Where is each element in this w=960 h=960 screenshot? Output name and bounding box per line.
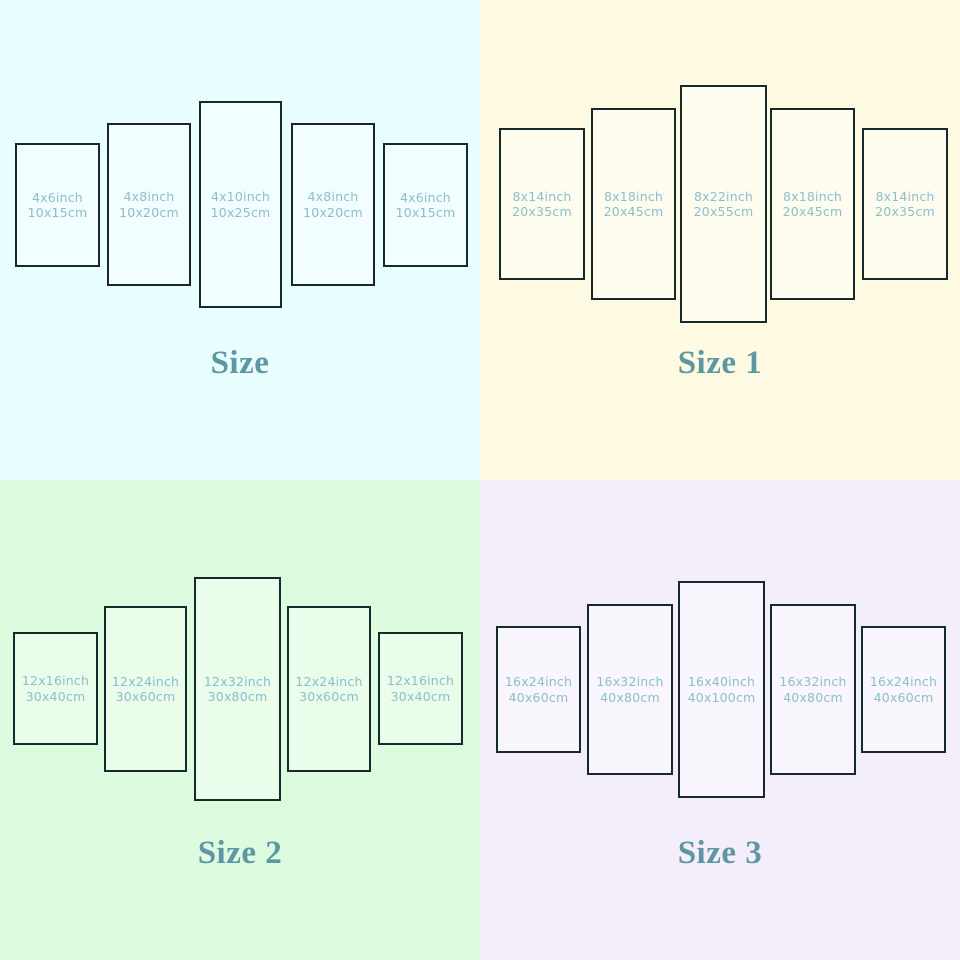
canvas-panel[interactable]: 8x18inch 20x45cm (770, 108, 855, 300)
panel-size-inch: 12x16inch (386, 673, 455, 689)
canvas-panel[interactable]: 8x14inch 20x35cm (499, 128, 585, 280)
panel-size-label: 4x6inch 10x15cm (28, 190, 88, 221)
panel-size-inch: 16x32inch (779, 674, 847, 690)
canvas-panel-group-size-3: 16x24inch 40x60cm 16x32inch 40x80cm 16x4… (480, 480, 960, 810)
quadrant-title: Size 3 (677, 835, 763, 871)
panel-size-label: 12x16inch 30x40cm (22, 673, 89, 704)
panel-size-inch: 4x8inch (123, 189, 175, 205)
panel-size-cm: 40x80cm (600, 689, 660, 705)
canvas-panel-group-size: 4x6inch 10x15cm 4x8inch 10x20cm 4x10inch… (0, 0, 480, 330)
canvas-panel[interactable]: 16x24inch 40x60cm (861, 626, 946, 753)
panel-size-cm: 10x15cm (395, 205, 456, 220)
panel-size-cm: 40x100cm (687, 689, 756, 705)
panel-size-cm: 40x80cm (783, 689, 843, 705)
panel-size-label: 12x16inch 30x40cm (387, 673, 454, 704)
panel-size-inch: 8x14inch (875, 188, 935, 204)
panel-size-label: 8x18inch 20x45cm (783, 189, 843, 220)
panel-size-inch: 16x24inch (504, 674, 573, 690)
canvas-panel[interactable]: 12x16inch 30x40cm (378, 632, 463, 745)
panel-size-label: 8x14inch 20x35cm (512, 189, 572, 220)
quadrant-title: Size 1 (677, 345, 763, 381)
panel-size-inch: 8x18inch (603, 188, 664, 204)
panel-size-label: 16x32inch 40x80cm (596, 674, 663, 705)
panel-size-cm: 30x60cm (299, 689, 359, 704)
canvas-panel[interactable]: 16x40inch 40x100cm (678, 581, 765, 798)
panel-size-inch: 12x24inch (295, 673, 363, 689)
panel-size-cm: 20x35cm (512, 204, 572, 219)
panel-size-label: 16x24inch 40x60cm (505, 674, 572, 705)
panel-size-inch: 4x10inch (210, 189, 271, 205)
quadrant-size-1: 8x14inch 20x35cm 8x18inch 20x45cm 8x22in… (480, 0, 960, 480)
canvas-panel[interactable]: 8x14inch 20x35cm (862, 128, 948, 280)
canvas-panel[interactable]: 16x32inch 40x80cm (770, 604, 856, 775)
panel-size-label: 4x6inch 10x15cm (396, 190, 456, 221)
quadrant-title: Size 2 (197, 835, 283, 871)
panel-size-cm: 30x40cm (25, 688, 86, 704)
panel-size-label: 16x32inch 40x80cm (779, 674, 846, 705)
panel-size-label: 4x8inch 10x20cm (119, 189, 179, 220)
canvas-panel[interactable]: 4x6inch 10x15cm (15, 143, 100, 267)
panel-size-inch: 12x32inch (203, 673, 272, 689)
panel-size-cm: 40x60cm (508, 689, 569, 705)
panel-size-inch: 8x18inch (782, 188, 843, 204)
canvas-panel-group-size-1: 8x14inch 20x35cm 8x18inch 20x45cm 8x22in… (480, 0, 960, 330)
canvas-panel-group-size-2: 12x16inch 30x40cm 12x24inch 30x60cm 12x3… (0, 480, 480, 810)
panel-size-label: 8x14inch 20x35cm (875, 189, 935, 220)
panel-size-label: 8x18inch 20x45cm (604, 189, 664, 220)
panel-size-label: 4x10inch 10x25cm (211, 189, 271, 220)
panel-size-inch: 8x22inch (693, 188, 754, 204)
panel-size-cm: 20x55cm (693, 204, 754, 219)
panel-size-inch: 12x16inch (21, 673, 90, 689)
panel-size-cm: 40x60cm (873, 689, 934, 705)
panel-size-label: 4x8inch 10x20cm (303, 189, 363, 220)
panel-size-label: 12x24inch 30x60cm (112, 674, 179, 705)
panel-size-inch: 16x40inch (687, 674, 756, 690)
panel-size-inch: 8x14inch (512, 188, 572, 204)
panel-size-cm: 10x20cm (119, 204, 179, 220)
canvas-panel[interactable]: 12x24inch 30x60cm (287, 606, 371, 772)
canvas-panel[interactable]: 4x8inch 10x20cm (107, 123, 191, 286)
panel-size-label: 16x40inch 40x100cm (688, 674, 756, 705)
canvas-panel[interactable]: 12x32inch 30x80cm (194, 577, 281, 801)
canvas-panel[interactable]: 12x16inch 30x40cm (13, 632, 98, 745)
canvas-panel[interactable]: 16x32inch 40x80cm (587, 604, 673, 775)
panel-size-inch: 4x6inch (32, 189, 83, 205)
canvas-panel[interactable]: 8x22inch 20x55cm (680, 85, 767, 323)
panel-size-cm: 10x25cm (210, 204, 271, 220)
quadrant-size-2: 12x16inch 30x40cm 12x24inch 30x60cm 12x3… (0, 480, 480, 960)
canvas-panel[interactable]: 12x24inch 30x60cm (104, 606, 187, 772)
panel-size-inch: 16x24inch (869, 674, 938, 690)
panel-size-cm: 10x15cm (27, 205, 88, 220)
panel-size-inch: 4x8inch (307, 189, 359, 205)
canvas-panel[interactable]: 8x18inch 20x45cm (591, 108, 676, 300)
panel-size-label: 16x24inch 40x60cm (870, 674, 937, 705)
panel-size-cm: 20x45cm (603, 204, 664, 219)
canvas-panel[interactable]: 16x24inch 40x60cm (496, 626, 581, 753)
panel-size-label: 8x22inch 20x55cm (694, 189, 754, 220)
panel-size-cm: 30x40cm (390, 688, 451, 704)
panel-size-cm: 30x80cm (207, 689, 268, 704)
panel-size-cm: 10x20cm (303, 204, 363, 220)
quadrant-title: Size (210, 345, 270, 381)
panel-size-inch: 4x6inch (400, 189, 451, 205)
quadrant-size: 4x6inch 10x15cm 4x8inch 10x20cm 4x10inch… (0, 0, 480, 480)
canvas-panel[interactable]: 4x8inch 10x20cm (291, 123, 375, 286)
canvas-panel[interactable]: 4x10inch 10x25cm (199, 101, 282, 308)
panel-size-cm: 20x45cm (782, 204, 843, 219)
panel-size-cm: 20x35cm (875, 204, 935, 219)
quadrant-size-3: 16x24inch 40x60cm 16x32inch 40x80cm 16x4… (480, 480, 960, 960)
panel-size-cm: 30x60cm (115, 689, 176, 704)
panel-size-inch: 12x24inch (111, 673, 180, 689)
panel-size-inch: 16x32inch (596, 674, 664, 690)
panel-size-label: 12x24inch 30x60cm (295, 674, 362, 705)
canvas-panel[interactable]: 4x6inch 10x15cm (383, 143, 468, 267)
panel-size-label: 12x32inch 30x80cm (204, 674, 271, 705)
